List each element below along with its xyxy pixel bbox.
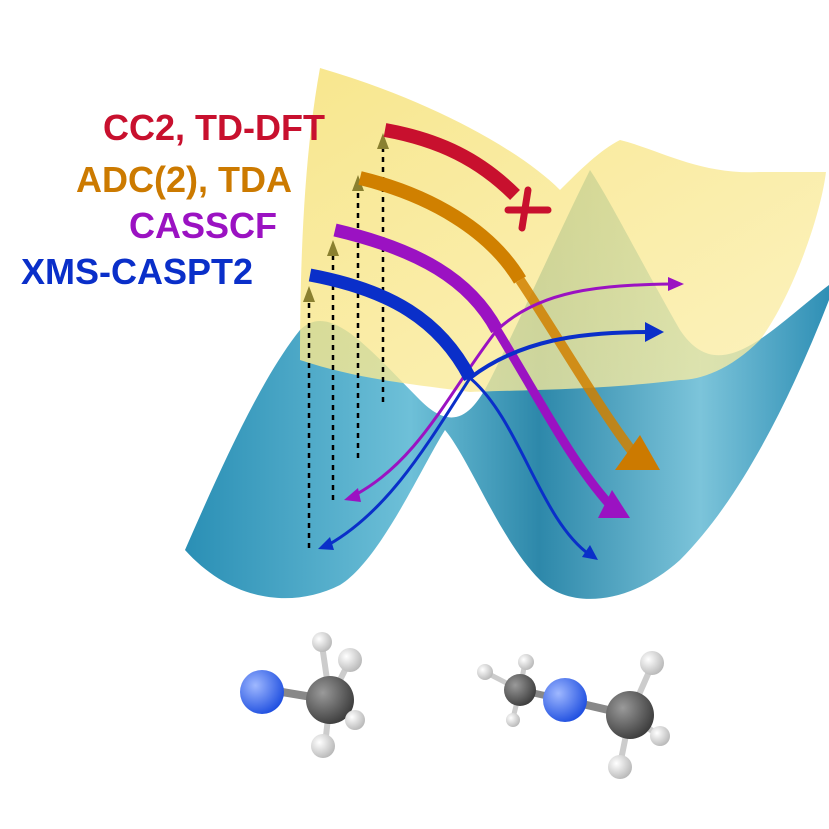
casscf-path xyxy=(333,223,503,334)
cross-icon xyxy=(504,186,552,232)
arrowhead-orange-icon xyxy=(615,435,660,470)
casscf-branch-upper xyxy=(495,282,673,332)
method-label-casscf: CASSCF xyxy=(129,205,277,246)
arrowhead-up-icon xyxy=(377,133,389,149)
xms-caspt2-branch-upper xyxy=(468,330,649,380)
hydrogen-atom xyxy=(477,664,493,680)
adc2-tda-continuation xyxy=(515,277,639,459)
method-label-cc2-tddft: CC2, TD-DFT xyxy=(103,107,325,148)
nitrogen-atom xyxy=(543,678,587,722)
arrowhead-purple-small-icon xyxy=(668,277,684,291)
cc2-tddft-path xyxy=(383,123,520,200)
hydrogen-atom xyxy=(338,648,362,672)
adc2-tda-path xyxy=(358,171,527,284)
arrowhead-purple-back-icon xyxy=(344,488,361,502)
hydrogen-atom xyxy=(345,710,365,730)
hydrogen-atom xyxy=(640,651,664,675)
hydrogen-atom xyxy=(608,755,632,779)
cyclic-azomethane-icon xyxy=(240,632,365,758)
xms-caspt2-branch-lower xyxy=(469,376,591,557)
arrowhead-up-icon xyxy=(303,286,315,302)
hydrogen-atom xyxy=(650,726,670,746)
hydrogen-atom xyxy=(312,632,332,652)
method-label-adc2-tda: ADC(2), TDA xyxy=(76,159,292,200)
hydrogen-atom xyxy=(506,713,520,727)
xms-caspt2-branch-back xyxy=(327,377,472,547)
nitrogen-atom xyxy=(240,670,284,714)
arrowhead-blue-back-icon xyxy=(318,537,334,550)
excitation-arrowheads xyxy=(303,133,389,302)
hydrogen-atom xyxy=(518,654,534,670)
carbon-atom xyxy=(306,676,354,724)
hydrogen-atom xyxy=(311,734,335,758)
xms-caspt2-path xyxy=(308,268,476,381)
carbon-atom xyxy=(504,674,536,706)
carbon-atom xyxy=(606,691,654,739)
arrowhead-blue-icon xyxy=(645,322,664,342)
casscf-branch-back xyxy=(354,329,499,497)
arrowhead-up-icon xyxy=(352,175,364,191)
arrowhead-blue-lower-icon xyxy=(582,545,598,560)
trans-azomethane-icon xyxy=(477,651,670,779)
arrowhead-up-icon xyxy=(327,240,339,256)
arrowhead-purple-icon xyxy=(598,490,630,518)
method-label-xms-caspt2: XMS-CASPT2 xyxy=(21,251,253,292)
